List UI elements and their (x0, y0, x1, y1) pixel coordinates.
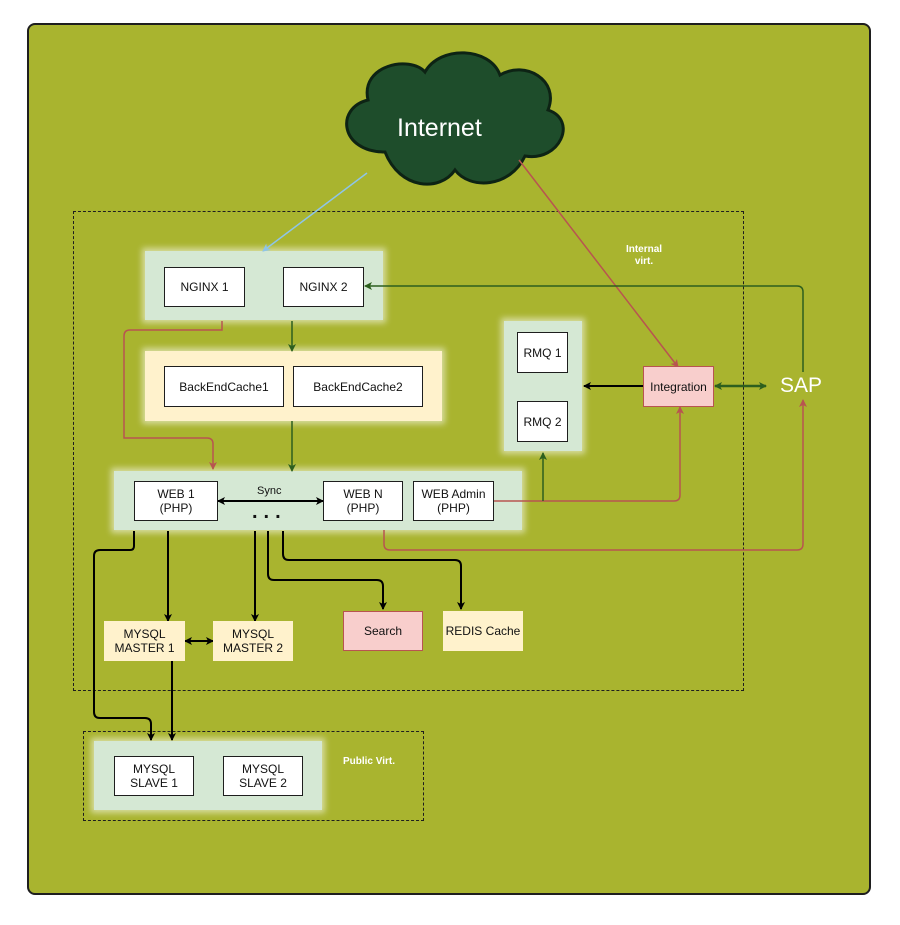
edge-webadmin-integration (494, 406, 684, 502)
internet-cloud-shape (345, 51, 565, 186)
internal-zone (73, 211, 744, 691)
mysql-slave-2-node[interactable]: MYSQL SLAVE 2 (223, 756, 303, 796)
backend-cache-2-node[interactable]: BackEndCache2 (293, 366, 423, 407)
search-node[interactable]: Search (343, 611, 423, 651)
rmq-2-node[interactable]: RMQ 2 (517, 401, 568, 442)
more-web-nodes-ellipsis: ... (252, 501, 287, 523)
mysql-master-2-node[interactable]: MYSQL MASTER 2 (213, 621, 293, 661)
edge-web-sap (383, 399, 807, 551)
edge-sap-nginx2 (364, 282, 804, 372)
internal-zone-label: Internal virt. (625, 244, 663, 267)
internet-label: Internet (397, 114, 482, 142)
rmq-1-node[interactable]: RMQ 1 (517, 332, 568, 373)
web-1-node[interactable]: WEB 1 (PHP) (134, 481, 218, 521)
edge-web1-slave1 (93, 531, 155, 741)
edge-nginx1-web (123, 321, 223, 470)
mysql-master-1-node[interactable]: MYSQL MASTER 1 (104, 621, 185, 661)
edge-web-redis (282, 531, 465, 610)
public-zone-label: Public Virt. (342, 756, 396, 767)
edge-internet-nginx (262, 172, 368, 252)
edge-web-search (267, 531, 387, 610)
redis-cache-node[interactable]: REDIS Cache (443, 611, 523, 651)
web-n-node[interactable]: WEB N (PHP) (323, 481, 403, 521)
nginx-1-node[interactable]: NGINX 1 (164, 267, 245, 307)
backend-cache-1-node[interactable]: BackEndCache1 (164, 366, 284, 407)
edge-internet-integration (518, 159, 679, 368)
sap-label[interactable]: SAP (780, 374, 823, 397)
public-zone (83, 731, 424, 821)
integration-node[interactable]: Integration (643, 366, 714, 407)
nginx-2-node[interactable]: NGINX 2 (283, 267, 364, 307)
sync-label: Sync (257, 485, 282, 497)
web-admin-node[interactable]: WEB Admin (PHP) (413, 481, 494, 521)
mysql-slave-1-node[interactable]: MYSQL SLAVE 1 (114, 756, 194, 796)
